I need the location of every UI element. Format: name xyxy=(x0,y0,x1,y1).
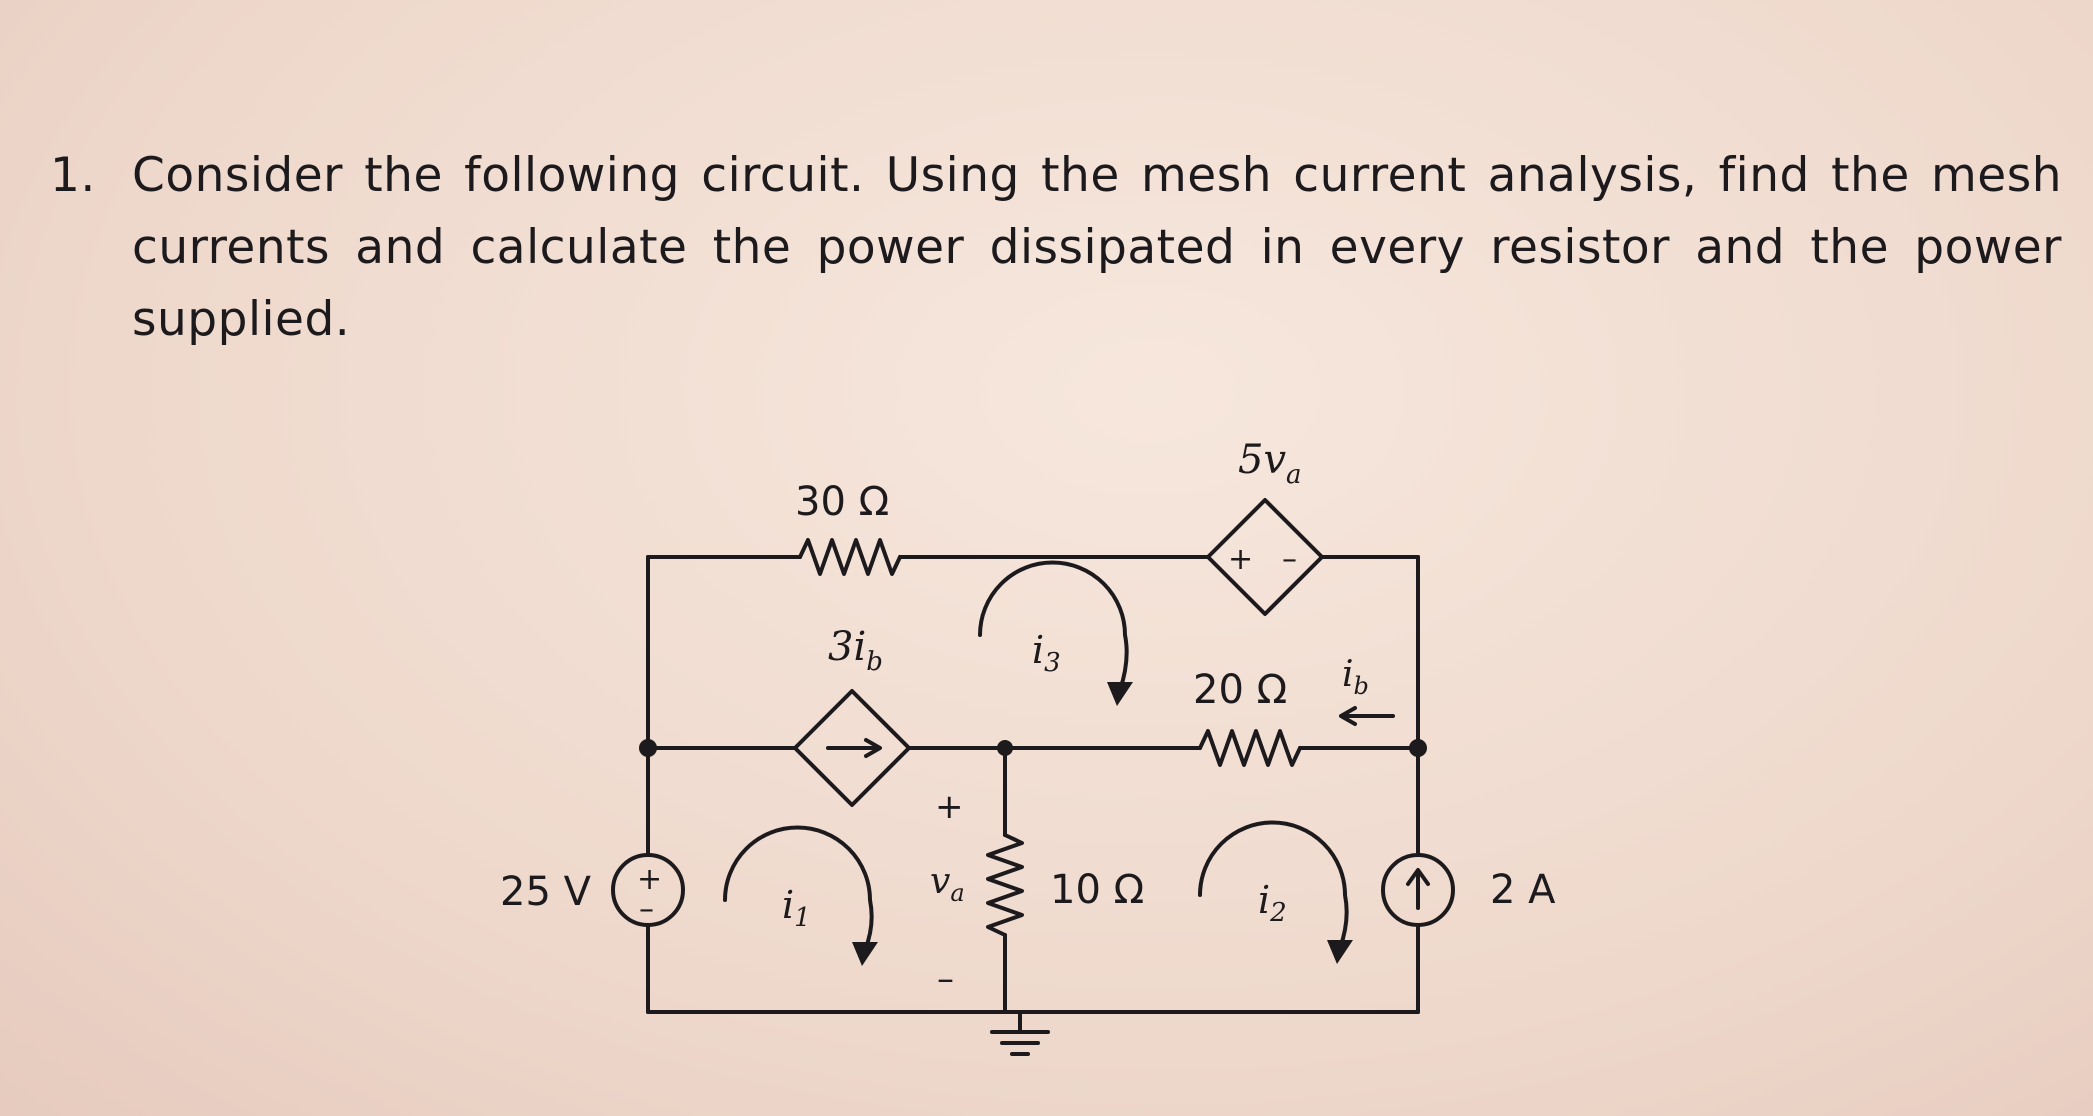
label-dep-voltage-sub: a xyxy=(1286,460,1302,490)
label-10-ohm: 10 Ω xyxy=(1050,867,1144,913)
dependent-current-arrowhead xyxy=(864,738,882,758)
label-i1-main: i xyxy=(782,883,794,927)
label-va-main: v xyxy=(930,861,950,902)
label-i3: i3 xyxy=(1032,628,1061,678)
dep-voltage-minus: – xyxy=(1282,542,1297,577)
ib-arrowhead xyxy=(1339,706,1357,726)
dep-voltage-plus: + xyxy=(1228,542,1253,577)
mesh-arrowhead-i3 xyxy=(1107,682,1133,706)
mesh-arrow-i2 xyxy=(1198,820,1349,950)
resistor-30-ohm xyxy=(798,538,902,576)
label-i1-sub: 1 xyxy=(794,903,811,933)
node-left xyxy=(639,739,657,757)
label-dep-current-main: 3i xyxy=(828,624,866,670)
node-center xyxy=(997,740,1013,756)
v25-plus: + xyxy=(637,862,662,897)
label-dep-voltage: 5va xyxy=(1238,437,1302,490)
mesh-arrowhead-i1 xyxy=(852,942,878,966)
question-text: Consider the following circuit. Using th… xyxy=(132,148,2062,347)
label-i2-sub: 2 xyxy=(1269,898,1287,928)
label-i2-main: i xyxy=(1258,878,1270,922)
label-dep-voltage-main: 5v xyxy=(1238,437,1286,483)
label-30-ohm: 30 Ω xyxy=(795,479,889,525)
label-20-ohm: 20 Ω xyxy=(1193,667,1287,713)
resistor-20-ohm xyxy=(1198,729,1302,767)
resistor-10-ohm xyxy=(986,833,1024,937)
current-source-arrowhead xyxy=(1406,868,1430,886)
dependent-voltage-source xyxy=(1206,498,1324,616)
label-i3-main: i xyxy=(1032,628,1044,672)
label-25-volt: 25 V xyxy=(500,869,592,915)
va-minus: – xyxy=(937,959,954,999)
label-va: va xyxy=(930,861,965,907)
label-2-amp: 2 A xyxy=(1490,867,1556,913)
label-i2: i2 xyxy=(1258,878,1287,928)
mesh-arrow-i1 xyxy=(723,825,874,952)
label-va-sub: a xyxy=(950,879,964,907)
label-ib-sub: b xyxy=(1354,672,1369,700)
label-ib: ib xyxy=(1342,654,1369,700)
label-i1: i1 xyxy=(782,883,811,933)
label-i3-sub: 3 xyxy=(1044,648,1061,678)
mesh-arrowhead-i2 xyxy=(1327,940,1353,964)
label-dep-current: 3ib xyxy=(828,624,883,677)
node-right xyxy=(1409,739,1427,757)
question-number: 1. xyxy=(50,148,96,203)
label-dep-current-sub: b xyxy=(866,647,883,677)
v25-minus: – xyxy=(639,892,654,927)
va-plus: + xyxy=(935,787,964,827)
label-ib-main: i xyxy=(1342,654,1354,695)
mesh-arrow-i3 xyxy=(978,560,1129,692)
